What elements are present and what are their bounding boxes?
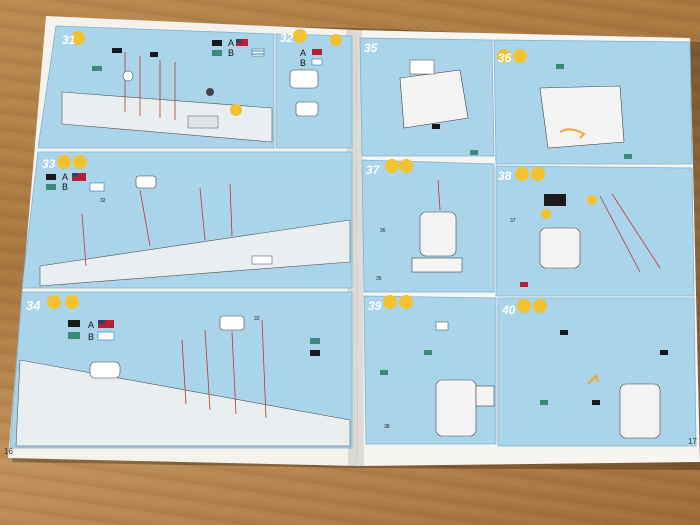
step-33-variant-a: A	[62, 172, 68, 182]
step-34-ref-label: 32	[254, 316, 260, 322]
step-33-panel: 33 A B 32	[21, 151, 353, 289]
step-31-variant-a: A	[228, 38, 234, 48]
step-35-number: 35	[364, 41, 378, 55]
right-page-number: 17	[688, 437, 697, 446]
step-35-panel: 35	[359, 37, 495, 157]
step-32-variant-b: B	[300, 58, 306, 68]
step-36-panel: 36	[493, 39, 693, 165]
step-39-ref-label: 38	[384, 424, 390, 430]
step-31-variant-b: B	[228, 48, 234, 58]
step-39-number: 39	[368, 299, 382, 313]
step-37-number: 37	[366, 163, 381, 177]
step-32-variant-a: A	[300, 48, 306, 58]
step-37-panel: 37 36 35	[361, 159, 495, 293]
left-page-number: 16	[4, 447, 13, 456]
step-31-panel: 31 A B	[37, 25, 275, 149]
step-38-number: 38	[498, 169, 512, 183]
step-31-number: 31	[62, 33, 76, 47]
step-33-variant-b: B	[62, 182, 68, 192]
step-39-panel: 39 38	[363, 295, 497, 445]
step-40-panel: 40	[497, 297, 697, 447]
step-32-number: 32	[280, 31, 294, 45]
step-37-ref-label: 36	[380, 228, 386, 234]
step-33-number: 33	[42, 157, 56, 171]
step-34-number: 34	[26, 298, 41, 313]
step-34-variant-a: A	[88, 320, 94, 330]
step-32-panel: 32 A B	[275, 29, 353, 149]
step-33-ref-label: 32	[100, 198, 106, 204]
step-38-panel: 38 37	[495, 165, 695, 297]
step-34-panel: 34 A B 32	[9, 291, 353, 449]
step-37-ref-label-2: 35	[376, 276, 382, 282]
step-38-ref-label: 37	[510, 218, 516, 224]
step-34-variant-b: B	[88, 332, 94, 342]
step-36-number: 36	[498, 51, 512, 65]
step-40-number: 40	[501, 303, 516, 317]
